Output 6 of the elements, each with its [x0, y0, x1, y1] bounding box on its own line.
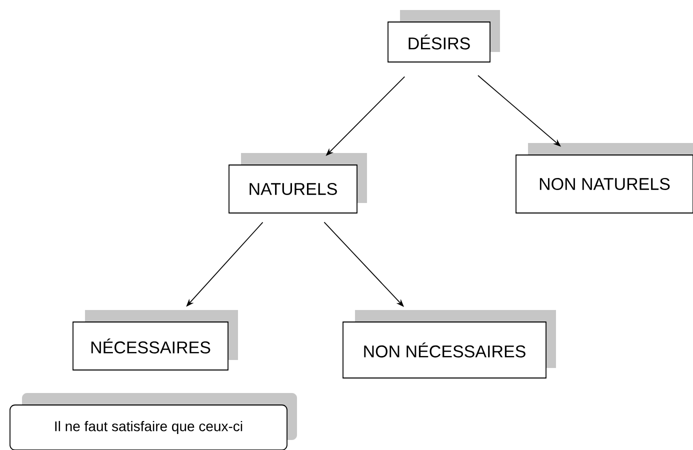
- note-box: Il ne faut satisfaire que ceux-ci: [10, 393, 297, 450]
- category-box: NON NÉCESSAIRES: [342, 310, 556, 378]
- category-box: NÉCESSAIRES: [72, 310, 238, 370]
- category-box: DÉSIRS: [388, 10, 500, 62]
- category-box: NATURELS: [228, 153, 367, 214]
- category-box: NON NATURELS: [516, 143, 693, 214]
